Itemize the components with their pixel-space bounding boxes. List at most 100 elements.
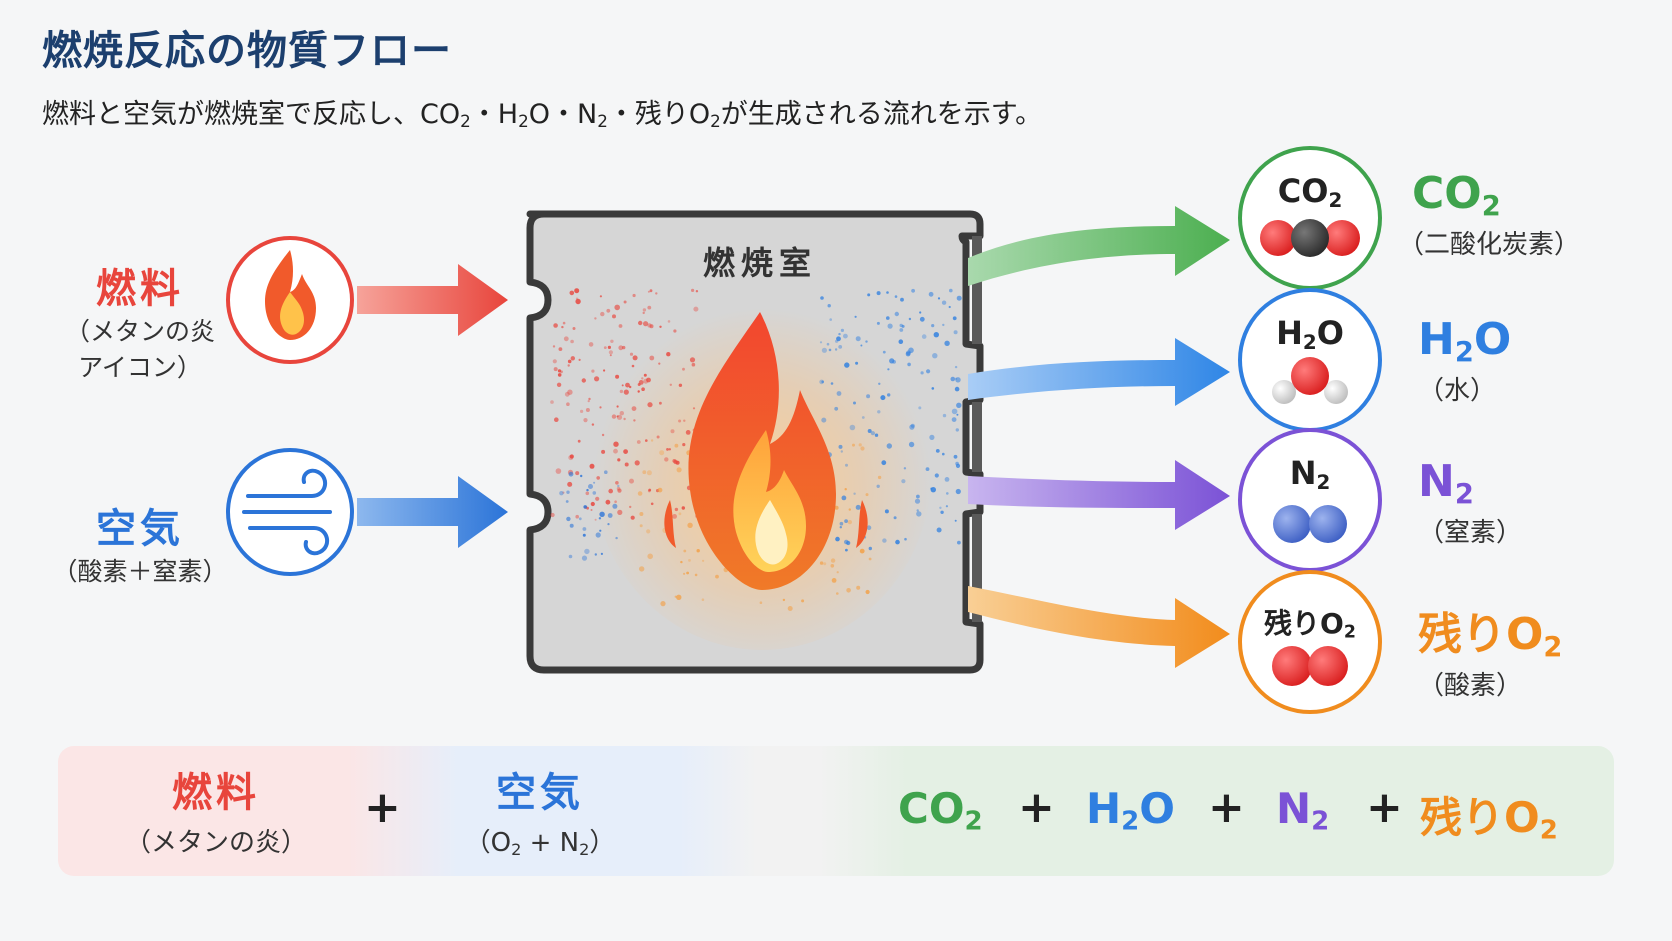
particle-dot — [610, 339, 614, 343]
particle-dot — [631, 406, 637, 411]
air-input — [226, 448, 508, 576]
product-o2 — [1238, 570, 1382, 714]
particle-dot — [834, 348, 838, 351]
particle-dot — [821, 380, 824, 384]
particle-dot — [647, 290, 650, 293]
fuel-input — [226, 236, 508, 364]
equation-bar: 燃料 （メタンの炎） + 空気 （O2 + N2） CO2 + H2O + N2… — [58, 746, 1614, 876]
particle-dot — [585, 491, 590, 496]
particle-dot — [646, 470, 652, 476]
particle-dot — [855, 336, 861, 342]
particle-dot — [830, 558, 836, 563]
particle-dot — [615, 374, 620, 379]
particle-dot — [568, 471, 574, 477]
particle-dot — [577, 439, 581, 443]
particle-dot — [849, 424, 856, 431]
particle-dot — [637, 390, 640, 393]
particle-dot — [566, 490, 570, 494]
particle-dot — [841, 495, 847, 501]
eq-air: 空気 （O2 + N2） — [410, 760, 670, 859]
particle-dot — [945, 505, 949, 508]
particle-dot — [687, 522, 693, 528]
particle-dot — [894, 295, 898, 298]
particle-dot — [614, 500, 617, 504]
particle-dot — [569, 523, 574, 528]
h2o-chip: H2O — [1276, 314, 1344, 354]
particle-dot — [941, 300, 947, 305]
particle-dot — [901, 324, 905, 328]
particle-dot — [887, 393, 891, 397]
particle-dot — [696, 549, 700, 553]
eq-plus-4: + — [1366, 782, 1403, 833]
particle-dot — [868, 546, 872, 551]
particle-dot — [702, 559, 705, 562]
product-h2o — [1238, 288, 1382, 432]
particle-dot — [616, 415, 619, 418]
n2-label-main: N2 — [1418, 456, 1474, 510]
particle-dot — [599, 511, 605, 517]
particle-dot — [926, 369, 931, 374]
particle-dot — [595, 496, 600, 501]
particle-dot — [674, 443, 679, 448]
particle-dot — [691, 362, 696, 367]
particle-dot — [801, 599, 805, 603]
particle-dot — [589, 463, 595, 469]
particle-dot — [919, 316, 925, 322]
particle-dot — [641, 387, 645, 392]
particle-dot — [839, 526, 842, 529]
particle-dot — [893, 516, 897, 520]
particle-dot — [641, 377, 644, 380]
n2-arrow — [968, 460, 1230, 530]
particle-dot — [607, 523, 610, 526]
particle-dot — [829, 318, 832, 321]
particle-dot — [895, 539, 900, 545]
particle-dot — [614, 304, 620, 311]
particle-dot — [840, 328, 845, 332]
particle-dot — [636, 440, 641, 444]
particle-dot — [557, 373, 562, 377]
particle-dot — [880, 395, 886, 401]
particle-dot — [569, 454, 574, 459]
particle-dot — [666, 352, 671, 357]
particle-dot — [629, 505, 632, 509]
particle-dot — [649, 324, 654, 329]
combustion-chamber — [526, 210, 984, 674]
particle-dot — [582, 527, 587, 531]
particle-dot — [944, 477, 950, 482]
co2-label: CO2 （二酸化炭素） — [1398, 168, 1580, 261]
particle-dot — [570, 356, 575, 361]
eq-fuel-main: 燃料 — [172, 770, 260, 816]
particle-dot — [648, 488, 652, 492]
particle-dot — [930, 487, 933, 490]
co2-chip: CO2 — [1277, 172, 1343, 212]
particle-dot — [623, 300, 627, 304]
particle-dot — [581, 555, 588, 561]
h2o-molecule-icon — [1272, 357, 1348, 404]
particle-dot — [562, 491, 565, 494]
particle-dot — [587, 400, 590, 403]
particle-dot — [594, 518, 597, 521]
particle-dot — [946, 492, 949, 495]
particle-dot — [830, 382, 834, 385]
particle-dot — [919, 311, 922, 314]
particle-dot — [942, 452, 945, 456]
particle-dot — [601, 433, 605, 437]
particle-dot — [606, 308, 611, 313]
flame-icon — [265, 250, 316, 340]
particle-dot — [903, 467, 907, 470]
wind-icon — [242, 468, 332, 556]
o2-label: 残りO2 （酸素） — [1418, 598, 1562, 702]
particle-dot — [600, 311, 605, 317]
particle-dot — [553, 367, 558, 372]
particle-dot — [692, 407, 696, 410]
particle-dot — [646, 377, 651, 383]
particle-dot — [647, 305, 652, 310]
particle-dot — [630, 515, 635, 520]
particle-dot — [821, 347, 828, 353]
particle-dot — [594, 376, 600, 382]
n2-chip: N2 — [1289, 454, 1331, 494]
particle-dot — [948, 305, 951, 309]
particle-dot — [612, 503, 618, 509]
eq-fuel: 燃料 （メタンの炎） — [86, 760, 346, 859]
particle-dot — [582, 533, 586, 537]
